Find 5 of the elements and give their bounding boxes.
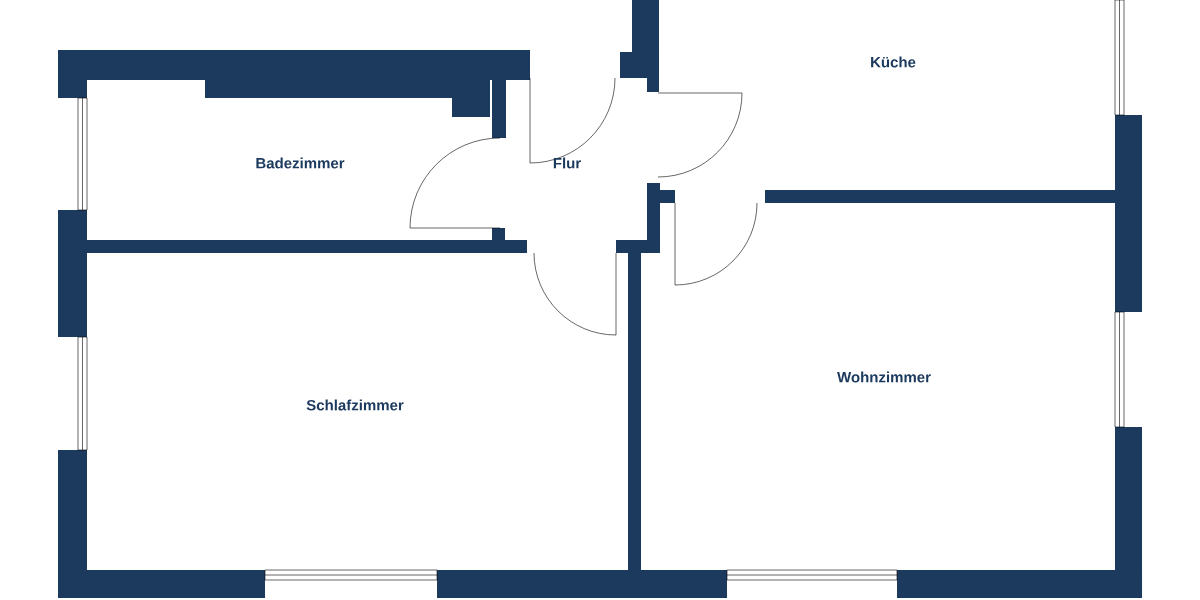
room-label: Schlafzimmer: [306, 399, 404, 411]
room-label: Wohnzimmer: [837, 371, 931, 383]
room-label: Badezimmer: [256, 157, 345, 169]
room-label: Küche: [871, 56, 916, 68]
room-label: Flur: [553, 157, 581, 169]
